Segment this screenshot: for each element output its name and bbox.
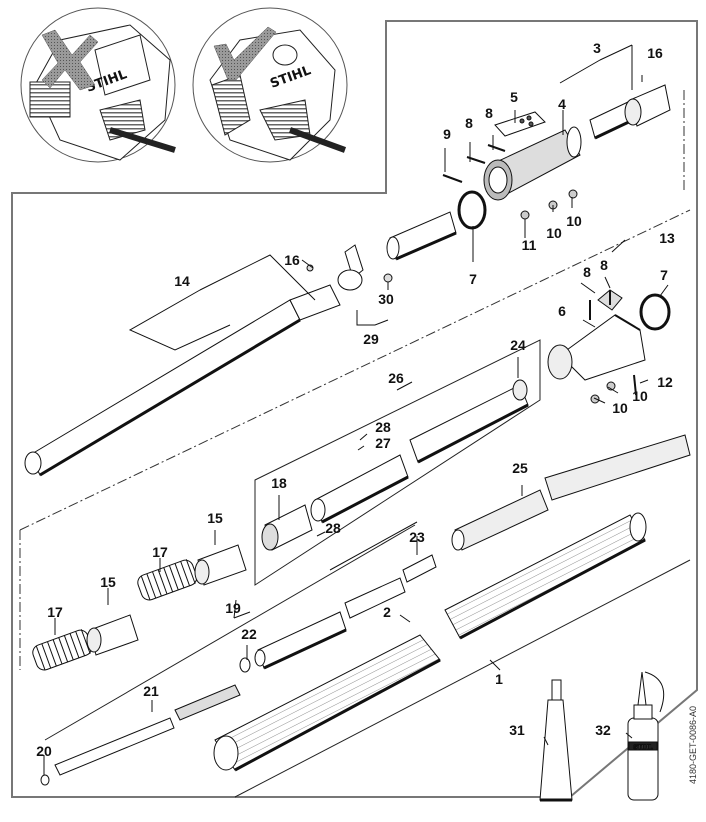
callout-23: 23 [409,529,425,545]
frame-border [11,20,698,798]
callout-7-b: 7 [660,267,668,283]
subassembly-bracket-19 [44,524,416,741]
callout-15-b: 15 [100,574,116,590]
centerlines [19,90,691,670]
callout-24: 24 [510,337,526,353]
cross-icon [41,29,99,91]
callout-3: 3 [593,40,601,56]
subassembly-box-26 [254,339,541,586]
callout-18: 18 [271,475,287,491]
part-coupler-23 [402,554,437,583]
part-coupling-4 [483,126,582,201]
circlip-20 [40,774,50,786]
part-handle-1 [213,512,647,772]
part-clamp-29 [306,244,393,291]
callout-12: 12 [657,374,673,390]
callout-10-b: 10 [546,225,562,241]
callout-31: 31 [509,722,525,738]
drawing-code: 4180-GET-0086-A0 [688,705,698,785]
callout-8-c: 8 [583,264,591,280]
inset-correct: STIHL [192,7,348,163]
callout-29: 29 [363,331,379,347]
callout-16-b: 16 [284,252,300,268]
callout-1: 1 [495,671,503,687]
callout-2: 2 [383,604,391,620]
callout-25: 25 [512,460,528,476]
callout-17-b: 17 [47,604,63,620]
callout-8-b: 8 [465,115,473,131]
subassembly-bracket-1 [234,559,691,798]
nuts-10-11 [520,189,578,220]
callout-21: 21 [143,683,159,699]
callout-10-c: 10 [632,388,648,404]
callout-28: 28 [375,419,391,435]
check-icon [213,26,277,81]
part-label-plate-5 [494,111,546,137]
part-sleeve-3 [624,84,671,127]
product-tube-31 [539,679,573,802]
circlip-22 [239,657,251,673]
callout-10-d: 10 [612,400,628,416]
callout-20: 20 [36,743,52,759]
bottle-brand-label: STIHL [633,744,653,751]
o-ring-7 [457,190,487,230]
callout-17: 17 [152,544,168,560]
callout-14: 14 [174,273,190,289]
o-ring-7b [639,293,671,331]
callout-26: 26 [388,370,404,386]
springs-17 [32,559,198,671]
callout-28-b: 28 [325,520,341,536]
part-tube-short [386,211,457,261]
callout-19: 19 [225,600,241,616]
callout-9: 9 [443,126,451,142]
callout-16: 16 [647,45,663,61]
callout-11: 11 [521,237,537,253]
callout-32: 32 [595,722,611,738]
callout-10: 10 [566,213,582,229]
inset-wrong: STIHL [20,7,176,163]
callout-22: 22 [241,626,257,642]
callout-6: 6 [558,303,566,319]
part-shaft-21 [40,684,241,786]
callout-13: 13 [659,230,675,246]
leader-lines [43,44,669,775]
product-bottle-32: STIHL [627,671,665,801]
part-tube-26 [261,379,529,551]
callout-8-d: 8 [600,257,608,273]
part-tube-25 [451,434,691,551]
callout-4: 4 [558,96,566,112]
part-tube-19 [254,577,406,670]
part-housing-6 [547,289,671,404]
callout-30: 30 [378,291,394,307]
sleeves-15 [86,544,247,656]
callout-7: 7 [469,271,477,287]
callout-5: 5 [510,89,518,105]
part-tube-14 [24,284,341,477]
callout-15: 15 [207,510,223,526]
callout-8: 8 [485,105,493,121]
callout-27: 27 [375,435,391,451]
